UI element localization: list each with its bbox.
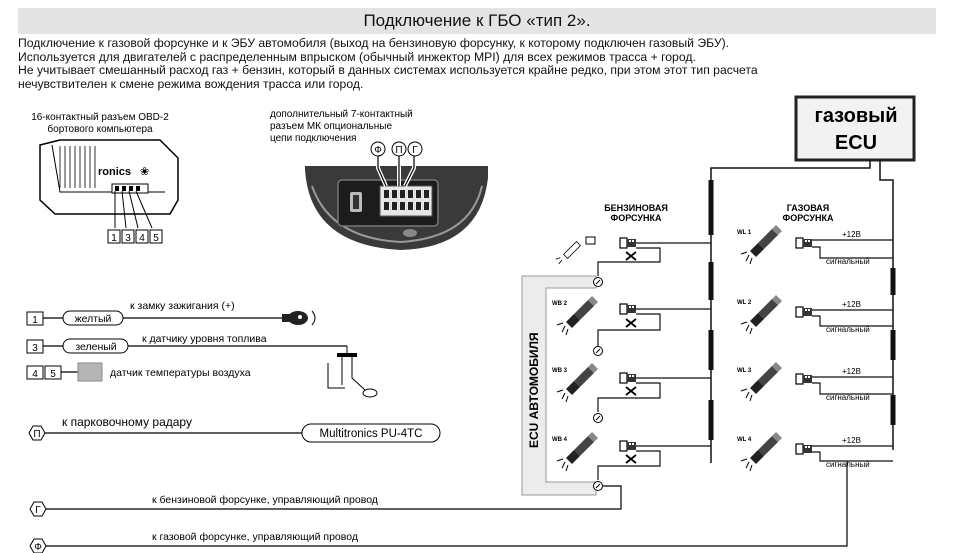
- title-bar: Подключение к ГБО «тип 2».: [18, 8, 936, 34]
- intro-text: Подключение к газовой форсунке и к ЭБУ а…: [18, 36, 938, 91]
- petrol-injector-label: WB 2: [552, 301, 568, 307]
- gas-injector-label: WL 4: [737, 437, 752, 443]
- gas-row: WL 3 +12В сигнальный: [737, 361, 893, 402]
- signal-label: сигнальный: [826, 325, 870, 334]
- pin-label: 4: [139, 233, 145, 244]
- wire-air-temp: 4 5 датчик температуры воздуха: [26, 362, 251, 382]
- key-icon: [282, 310, 316, 326]
- mk-pin-labels: Ф П Г: [370, 141, 423, 157]
- signal-label: сигнальный: [826, 257, 870, 266]
- pin-label: 1: [111, 233, 117, 244]
- signal-label: сигнальный: [826, 393, 870, 402]
- petrol-injector-label: WB 3: [552, 368, 568, 374]
- fuel-sensor-icon: [327, 346, 378, 398]
- pin-label: Г: [35, 505, 41, 516]
- wire-fuel-level: 3 зеленый к датчику уровня топлива: [26, 333, 378, 398]
- intro-line: Не учитывает смешанный расход газ + бенз…: [18, 63, 758, 78]
- pin-label: 3: [32, 343, 38, 354]
- petrol-row: [555, 236, 711, 287]
- gas-injector-header: ФОРСУНКА: [783, 213, 834, 223]
- petrol-injector-header: ФОРСУНКА: [611, 213, 662, 223]
- line-petrol-injector: Г к бензиновой форсунке, управляющий про…: [29, 485, 622, 517]
- signal-label: сигнальный: [826, 460, 870, 469]
- gas-row: WL 2 +12В сигнальный: [737, 294, 893, 335]
- pin-label: 1: [32, 315, 38, 326]
- obd-connector: ronics ❀: [39, 139, 179, 229]
- gas-ecu-label: ECU: [835, 132, 877, 154]
- pin-label: Ф: [374, 145, 382, 156]
- air-temp-sensor: [77, 362, 103, 382]
- mk-caption: дополнительный 7-контактный: [270, 109, 413, 120]
- obd-device-label: ronics: [98, 166, 131, 178]
- gas-injector-label: WL 3: [737, 368, 752, 374]
- pin-label: 5: [50, 369, 56, 380]
- wire-color-label: зеленый: [75, 341, 116, 353]
- pin-label: П: [33, 429, 40, 440]
- gas-ecu-box: газовый ECU: [794, 95, 916, 162]
- wire-desc: к парковочному радару: [62, 415, 192, 429]
- line-gas-injector: Ф к газовой форсунке, управляющий провод: [29, 461, 848, 553]
- pin-label: 5: [153, 233, 159, 244]
- wire-desc: к датчику уровня топлива: [142, 333, 267, 345]
- power-label: +12В: [842, 230, 861, 239]
- petrol-row: WB 3: [552, 362, 711, 423]
- wire-ignition: 1 желтый к замку зажигания (+): [26, 300, 316, 326]
- obd-caption: бортового компьютера: [47, 123, 153, 135]
- wire-desc: к газовой форсунке, управляющий провод: [152, 531, 358, 543]
- pin-label: Ф: [34, 542, 42, 553]
- power-label: +12В: [842, 367, 861, 376]
- wire-desc: к бензиновой форсунке, управляющий прово…: [152, 494, 378, 506]
- power-label: +12В: [842, 436, 861, 445]
- obd-pin-labels: 1 3 4 5: [107, 229, 163, 244]
- mk-connector: [305, 156, 488, 250]
- wire-desc: датчик температуры воздуха: [110, 367, 251, 379]
- car-ecu-label: ECU АВТОМОБИЛЯ: [527, 332, 541, 448]
- power-label: +12В: [842, 300, 861, 309]
- petrol-injector-header: БЕНЗИНОВАЯ: [604, 203, 668, 213]
- intro-line: Используется для двигателей с распределе…: [18, 49, 696, 64]
- intro-line: нечувствителен к смене режима вождения т…: [18, 76, 364, 91]
- obd-caption: 16-контактный разъем OBD-2: [31, 112, 169, 123]
- pin-label: Г: [412, 145, 418, 156]
- gas-row: WL 1 +12В сигнальный: [737, 224, 893, 266]
- device-label: Multitronics PU-4TC: [320, 428, 423, 440]
- gas-injector-label: WL 1: [737, 230, 752, 236]
- gas-injector-header: ГАЗОВАЯ: [787, 203, 830, 213]
- gas-injector-label: WL 2: [737, 300, 752, 306]
- pin-label: П: [395, 145, 402, 156]
- gas-row: WL 4 +12В сигнальный: [737, 431, 893, 472]
- pin-label: 4: [32, 369, 38, 380]
- petrol-row: WB 4: [552, 431, 711, 491]
- wire-color-label: желтый: [75, 313, 112, 325]
- line-parking-radar: П к парковочному радару Multitronics PU-…: [28, 415, 441, 443]
- page-title: Подключение к ГБО «тип 2».: [363, 11, 591, 30]
- pin-label: 3: [125, 233, 131, 244]
- mk-caption: разъем МК опциональные: [270, 121, 392, 132]
- wire-desc: к замку зажигания (+): [130, 300, 235, 312]
- intro-line: Подключение к газовой форсунке и к ЭБУ а…: [18, 36, 730, 50]
- mk-caption: цепи подключения: [270, 133, 356, 144]
- petrol-row: WB 2: [552, 295, 711, 356]
- petrol-injector-label: WB 4: [552, 437, 568, 443]
- car-icon: ❀: [140, 166, 149, 178]
- gas-ecu-label: газовый: [814, 105, 897, 127]
